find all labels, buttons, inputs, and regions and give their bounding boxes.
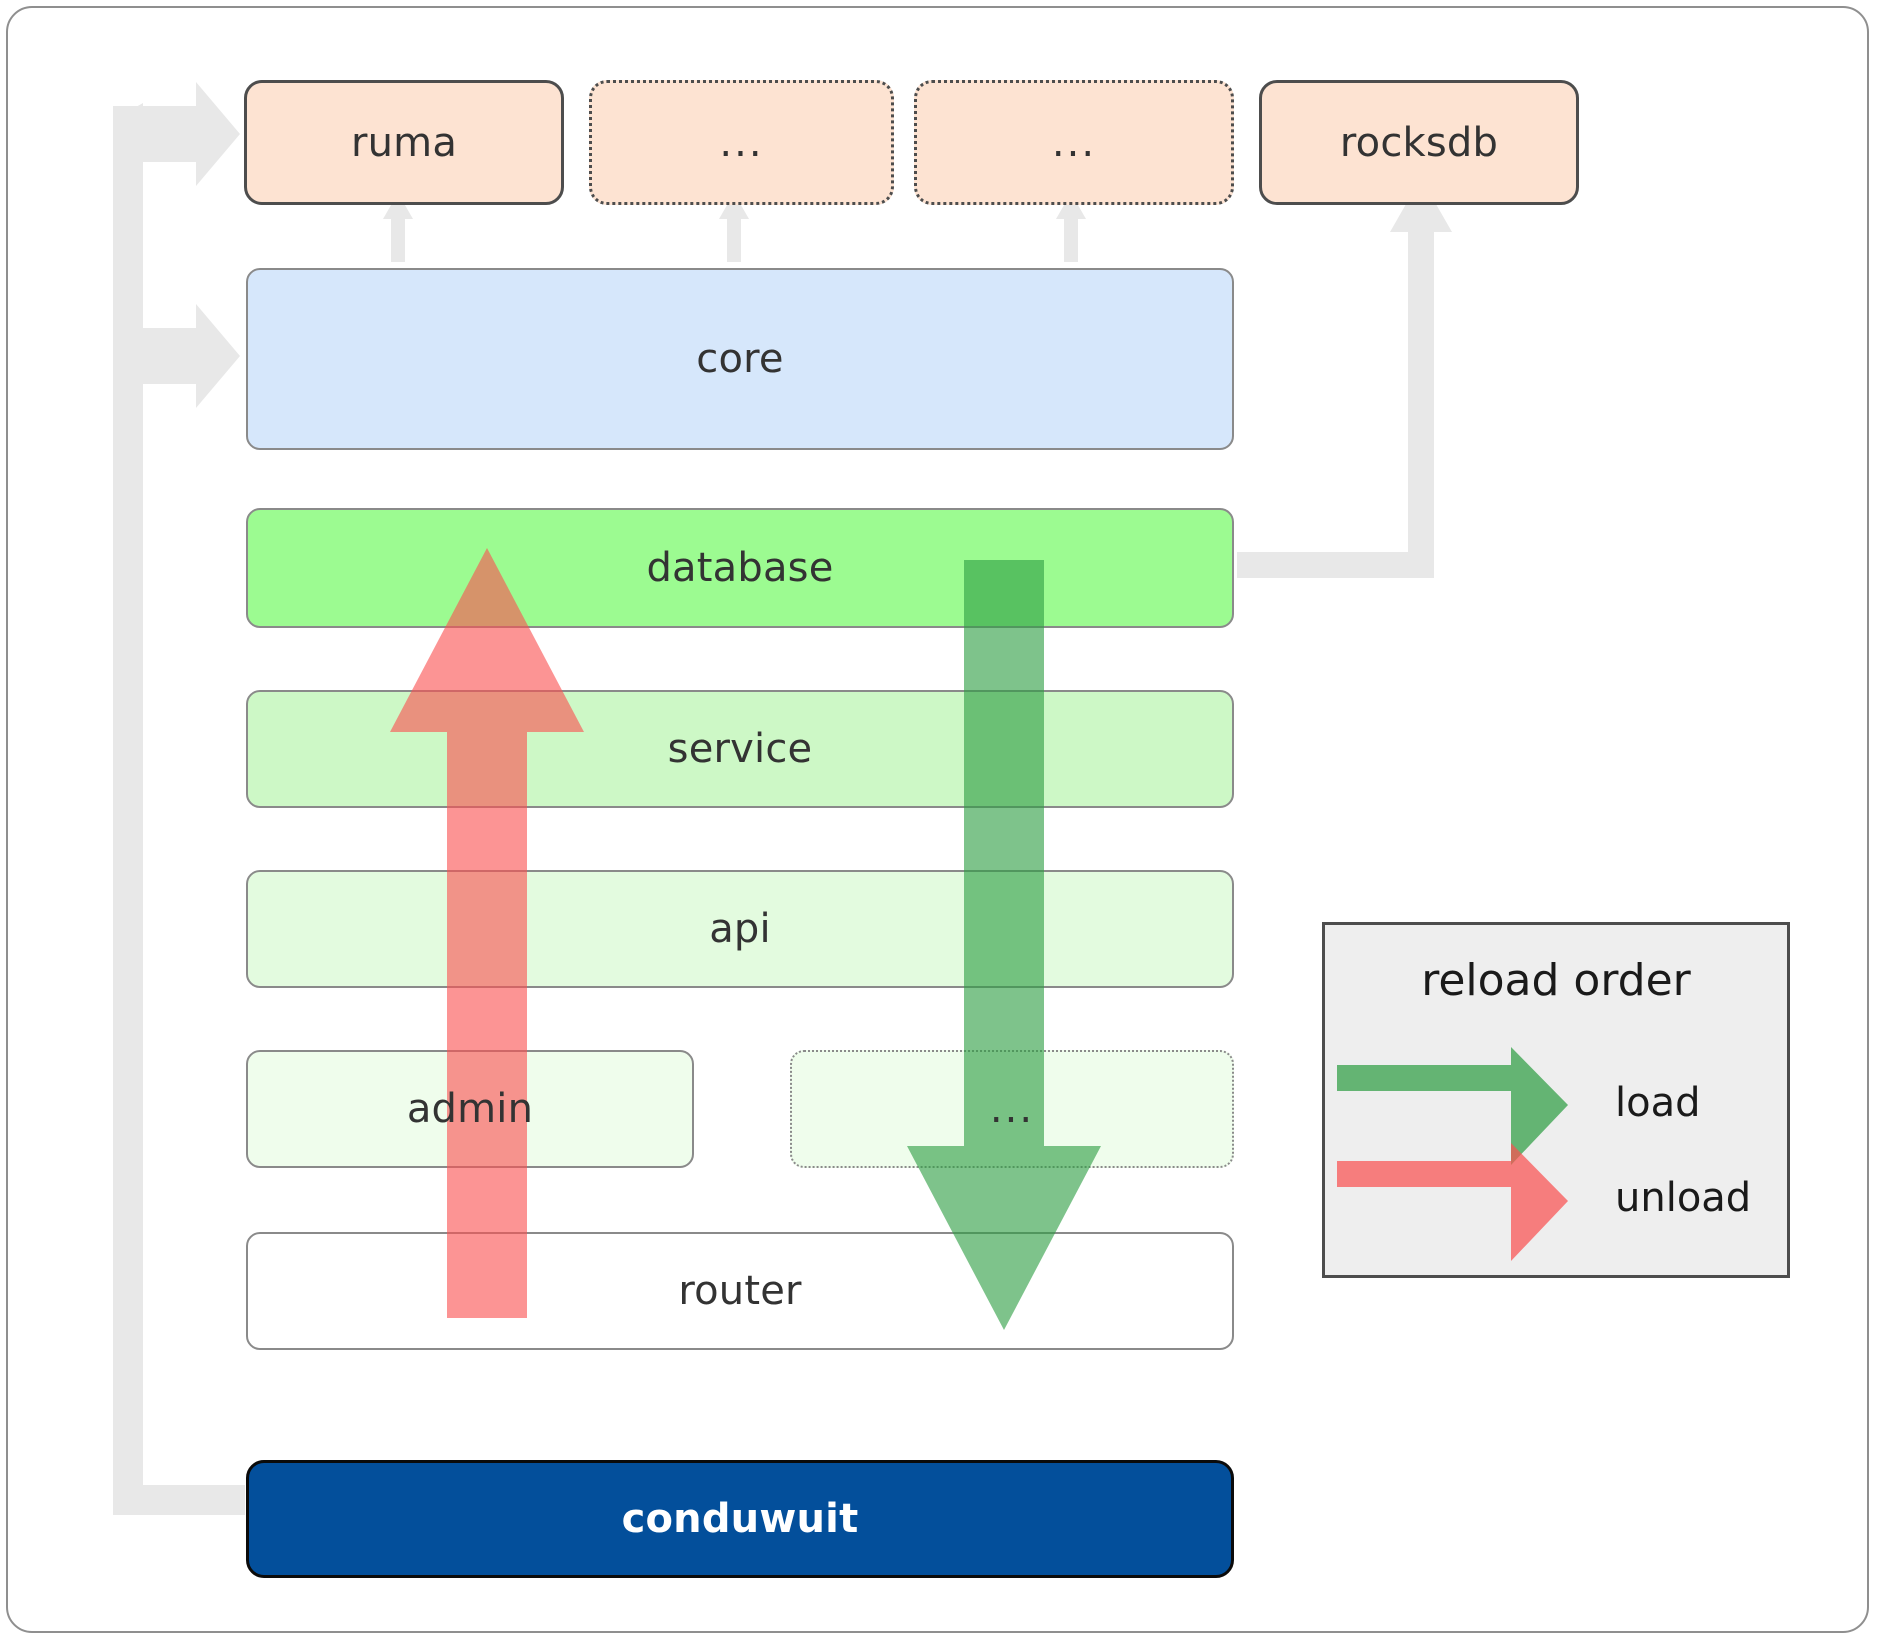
node-dep-ellipsis-2[interactable]: ... (914, 80, 1234, 205)
node-api-label: api (709, 906, 771, 952)
node-admin[interactable]: admin (246, 1050, 694, 1168)
legend-unload-label: unload (1615, 1175, 1752, 1221)
node-layer-ellipsis[interactable]: ... (790, 1050, 1234, 1168)
node-dep-ellipsis-1[interactable]: ... (589, 80, 894, 205)
node-core[interactable]: core (246, 268, 1234, 450)
diagram-frame (6, 6, 1869, 1633)
node-router-label: router (678, 1268, 802, 1314)
node-dep-ellipsis-2-label: ... (1051, 119, 1097, 166)
node-conduwuit[interactable]: conduwuit (246, 1460, 1234, 1578)
node-database-label: database (646, 545, 834, 591)
legend-unload-arrow (1337, 1143, 1568, 1261)
node-service[interactable]: service (246, 690, 1234, 808)
legend-title: reload order (1421, 955, 1691, 1006)
legend-load-label: load (1615, 1080, 1701, 1126)
node-database[interactable]: database (246, 508, 1234, 628)
node-service-label: service (667, 726, 813, 772)
node-rocksdb[interactable]: rocksdb (1259, 80, 1579, 205)
node-rocksdb-label: rocksdb (1339, 119, 1499, 166)
legend-panel: reload order load unload (1322, 922, 1790, 1278)
node-ruma[interactable]: ruma (244, 80, 564, 205)
node-dep-ellipsis-1-label: ... (719, 119, 764, 166)
node-core-label: core (696, 336, 784, 382)
node-api[interactable]: api (246, 870, 1234, 988)
legend-load-arrow (1337, 1047, 1568, 1165)
node-conduwuit-label: conduwuit (621, 1496, 859, 1542)
node-layer-ellipsis-label: ... (989, 1086, 1035, 1132)
node-router[interactable]: router (246, 1232, 1234, 1350)
node-ruma-label: ruma (350, 119, 458, 166)
node-admin-label: admin (406, 1086, 534, 1132)
legend-arrow-layer (1337, 1047, 1568, 1261)
